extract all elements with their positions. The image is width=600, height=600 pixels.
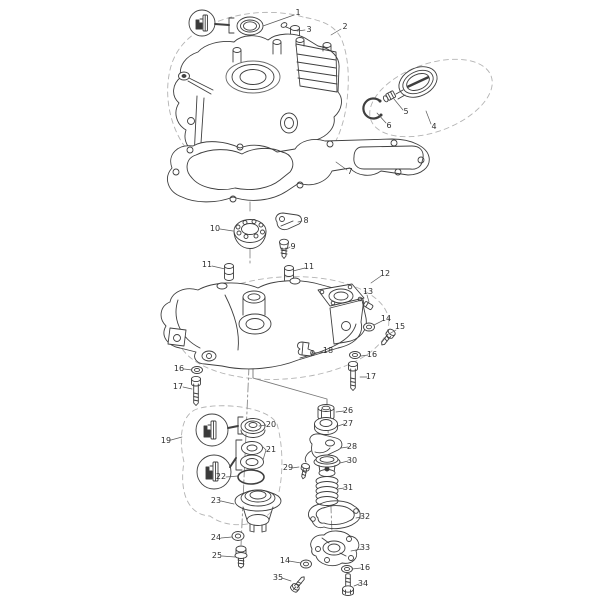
part-label-35: 35: [272, 573, 284, 582]
part-label-24: 24: [210, 533, 222, 542]
magnified-seal-detail-b: [196, 439, 243, 490]
crankcase-cover: [160, 277, 367, 370]
bolt-15: [381, 328, 396, 346]
part-label-2: 2: [342, 22, 348, 31]
dowel-pin-11-right: [284, 265, 294, 283]
part-label-3: 3: [306, 25, 312, 34]
part-label-5: 5: [403, 107, 409, 116]
leader-lines: [170, 14, 432, 587]
part-label-26: 26: [342, 406, 354, 415]
part-label-12: 12: [379, 269, 391, 278]
cup-30: [313, 454, 341, 477]
part-label-31: 31: [342, 483, 354, 492]
region-outline-4: [369, 58, 493, 138]
bearing-plate-8: [275, 212, 302, 231]
washer-16-right: [349, 351, 361, 359]
seal-housing-23: [234, 489, 282, 533]
spring-31: [315, 476, 339, 506]
part-label-6: 6: [386, 121, 392, 130]
ball-bearing-10: [233, 219, 267, 249]
magnified-seal-detail-top: [188, 9, 235, 37]
assembly-link-line: [252, 367, 328, 405]
part-label-11-right: 11: [303, 262, 315, 271]
bushing-27: [314, 417, 338, 435]
washer-24: [231, 531, 245, 541]
part-label-13: 13: [362, 287, 374, 296]
washer-14: [363, 322, 375, 332]
engine-mount-33: [310, 530, 360, 567]
washer-16-left: [191, 366, 203, 374]
part-label-15: 15: [394, 322, 406, 331]
bolt-9: [279, 238, 289, 259]
part-label-11-left: 11: [201, 260, 213, 269]
washer-14-bottom: [300, 559, 312, 569]
bolt-35: [290, 576, 305, 593]
oil-filler-cap-4: [395, 66, 438, 100]
part-label-23: 23: [210, 496, 222, 505]
part-label-28: 28: [346, 442, 358, 451]
plate-28: [304, 433, 343, 463]
part-label-22: 22: [215, 472, 227, 481]
part-label-14-bottom: 14: [279, 556, 291, 565]
part-label-19: 19: [160, 436, 172, 445]
part-label-16-bottom: 16: [359, 563, 371, 572]
part-label-4: 4: [431, 122, 437, 131]
part-label-27: 27: [342, 419, 354, 428]
part-label-25: 25: [211, 551, 223, 560]
part-label-33: 33: [359, 543, 371, 552]
o-ring-22: [237, 469, 265, 485]
part-label-16-right: 16: [366, 350, 378, 359]
pin-13: [363, 301, 374, 310]
part-label-17-left: 17: [172, 382, 184, 391]
part-label-14: 14: [380, 314, 392, 323]
part-label-20: 20: [265, 420, 277, 429]
part-label-16-left: 16: [173, 364, 185, 373]
nut-26: [317, 404, 335, 421]
dowel-pin-11-left: [224, 263, 234, 281]
bolt-17-left: [191, 375, 201, 406]
part-label-34: 34: [357, 579, 369, 588]
part-label-8: 8: [303, 216, 309, 225]
bolt-29: [300, 463, 311, 480]
part-label-1: 1: [295, 8, 301, 17]
part-label-29: 29: [282, 463, 294, 472]
crankcase-gasket-7: [167, 138, 430, 203]
magnified-seal-detail-a: [195, 413, 244, 447]
seal-20: [240, 418, 266, 438]
part-label-32: 32: [359, 512, 371, 521]
oil-seal-1: [236, 16, 264, 36]
fitting-18: [297, 341, 315, 357]
bolt-17-right: [348, 360, 358, 391]
gasket-32: [308, 500, 361, 530]
part-label-10: 10: [209, 224, 221, 233]
circlip-6: [362, 97, 383, 120]
part-label-30: 30: [346, 456, 358, 465]
part-label-21: 21: [265, 445, 277, 454]
bolt-25: [234, 545, 248, 569]
part-label-7: 7: [347, 167, 353, 176]
bolt-34: [342, 573, 354, 596]
seals-21: [240, 441, 264, 470]
part-label-17-right: 17: [365, 372, 377, 381]
part-label-18: 18: [322, 346, 334, 355]
washer-16-bottom: [341, 565, 353, 573]
dipstick-seal-5: [382, 90, 397, 103]
part-label-9: 9: [290, 242, 296, 251]
